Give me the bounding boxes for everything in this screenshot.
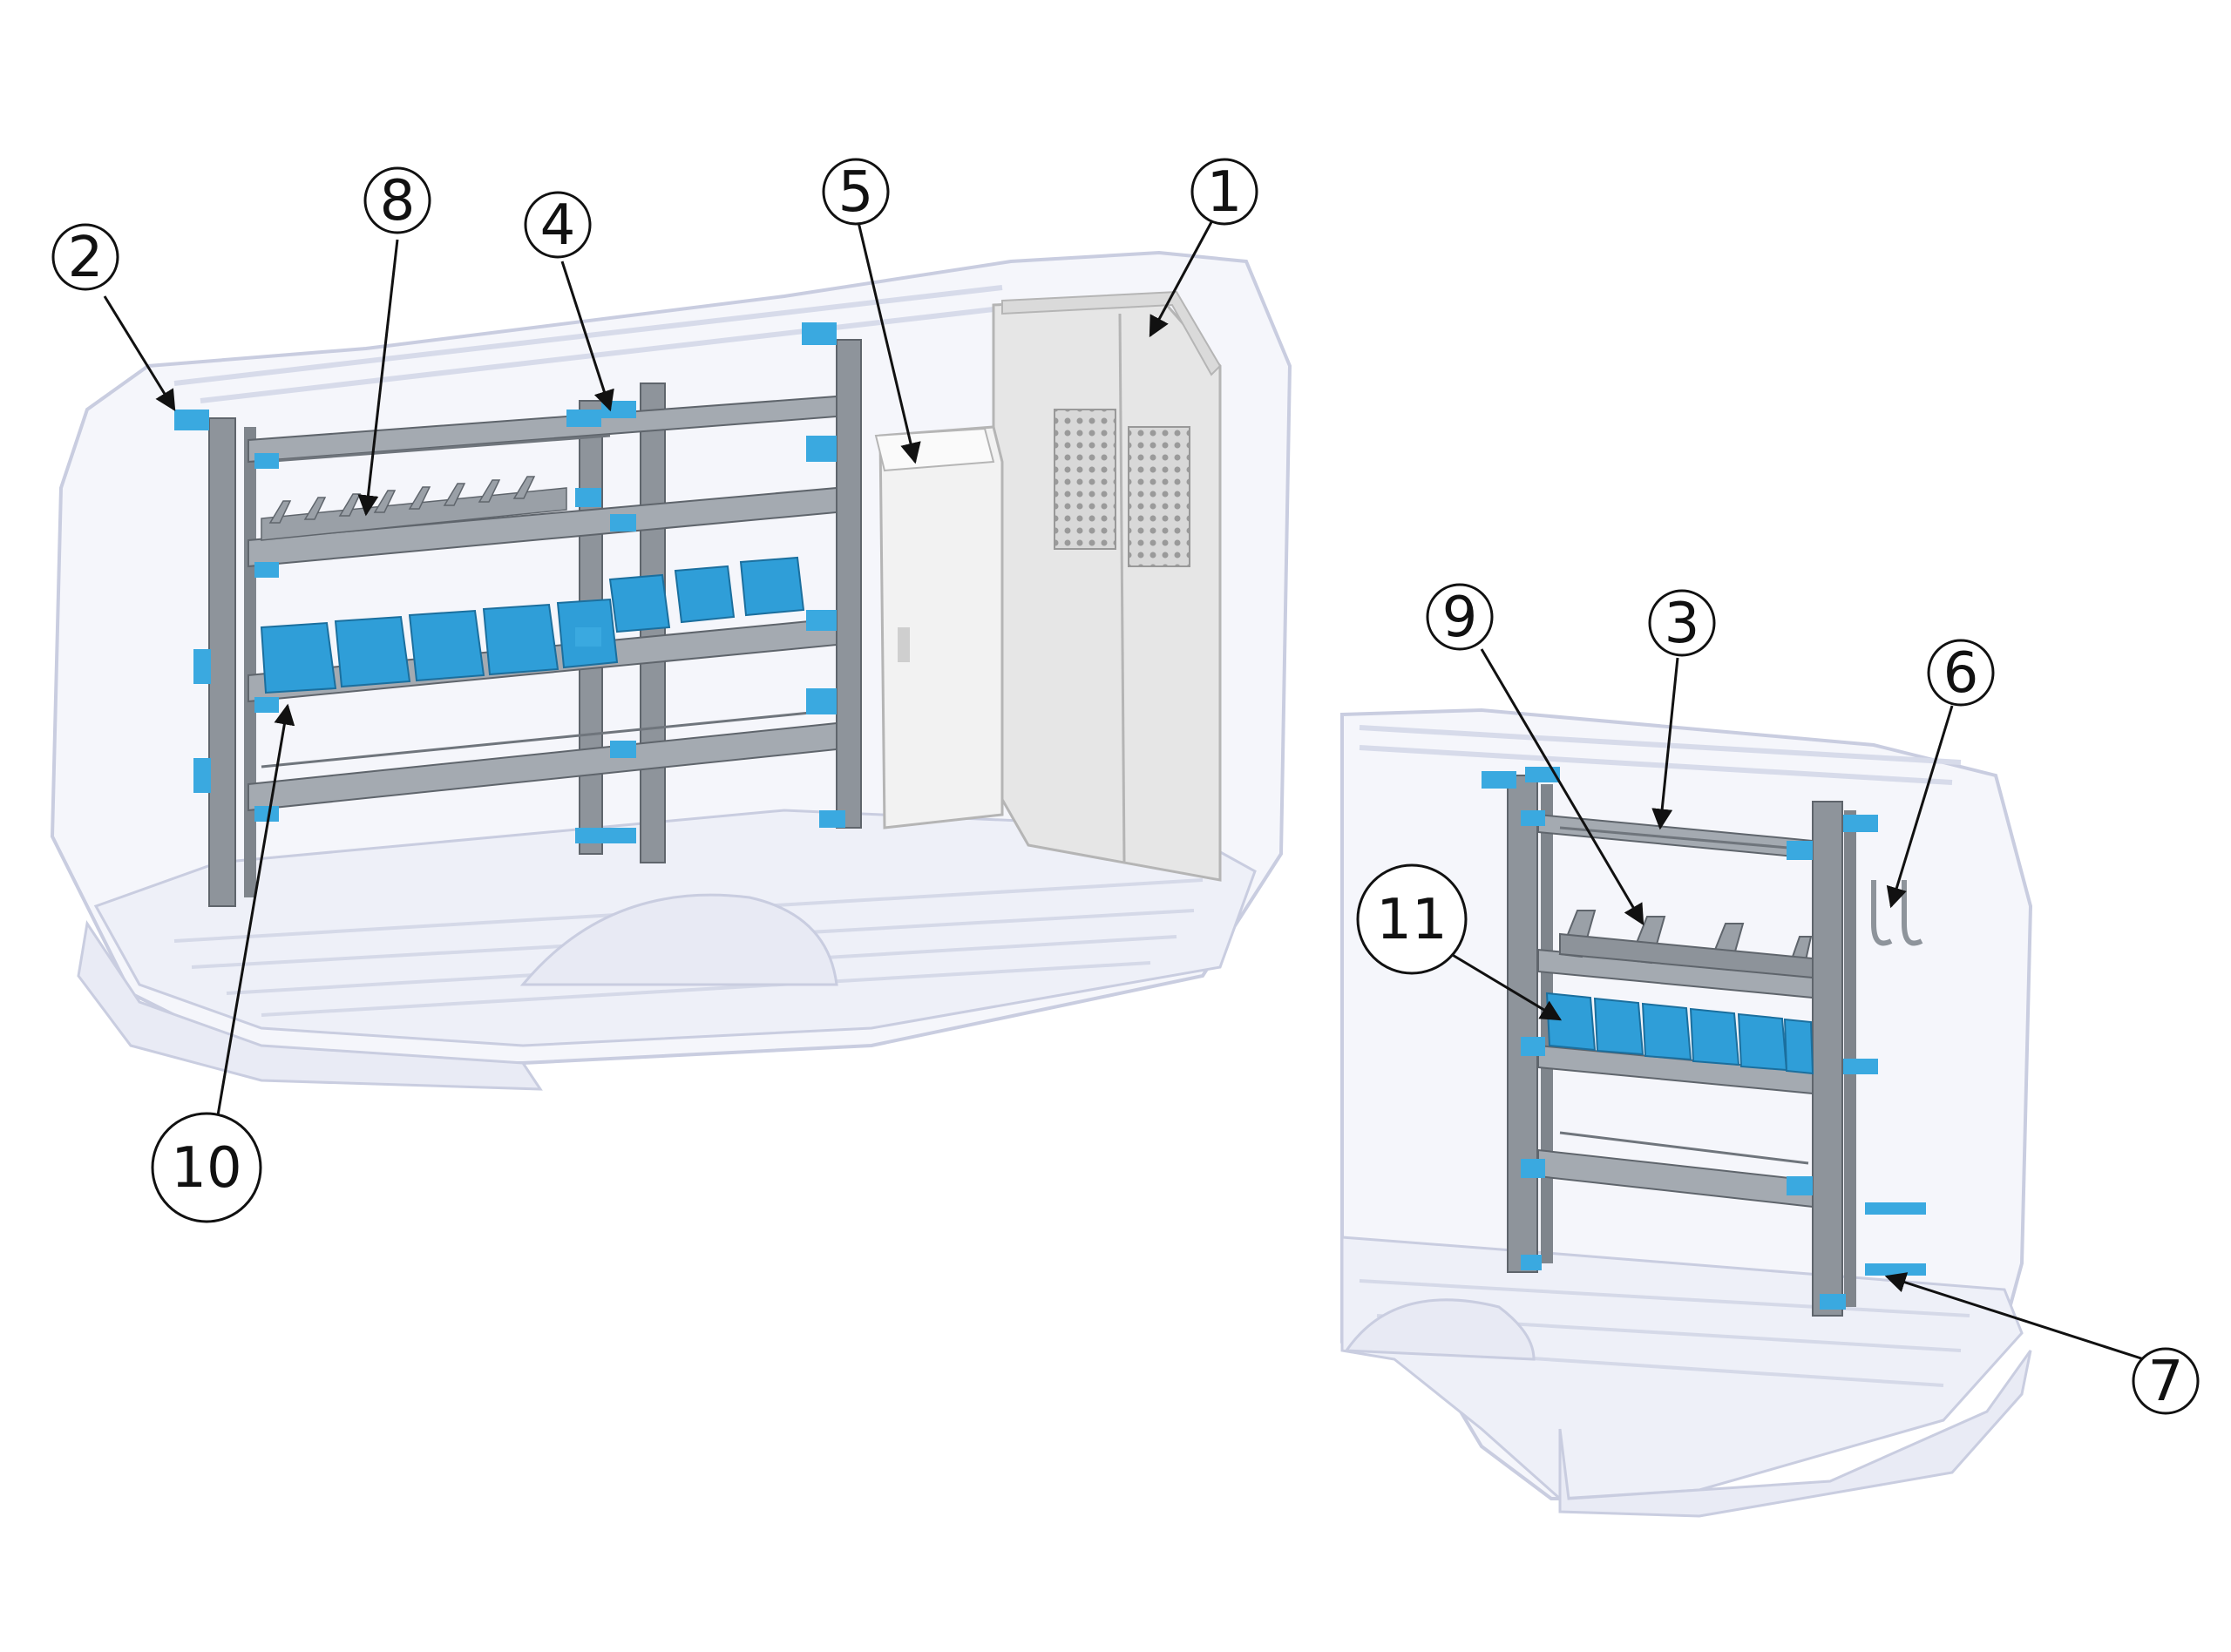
roof-ribs-right bbox=[1359, 725, 1962, 785]
blue-bins-passenger bbox=[1545, 992, 1814, 1075]
shelving-unit-left bbox=[174, 322, 862, 907]
callout-6-label: 6 bbox=[1943, 641, 1979, 706]
wheel-well-left bbox=[519, 893, 838, 986]
callout-bubbles: 1 2 3 4 5 6 7 8 bbox=[51, 158, 2200, 1415]
callout-2: 2 bbox=[51, 223, 119, 291]
blue-mounting-brackets bbox=[174, 322, 845, 843]
leader-5 bbox=[857, 221, 921, 464]
callout-11: 11 bbox=[1356, 863, 1468, 975]
leader-4 bbox=[560, 261, 614, 412]
shelving-unit-right bbox=[1482, 767, 1926, 1317]
leader-10 bbox=[216, 703, 295, 1116]
shelf-dividers bbox=[261, 476, 567, 541]
passenger-side-view bbox=[1340, 708, 2033, 1518]
bulkhead-partition bbox=[992, 290, 1222, 882]
callout-1-label: 1 bbox=[1207, 160, 1243, 225]
callout-5: 5 bbox=[822, 158, 890, 226]
callout-10: 10 bbox=[151, 1112, 262, 1223]
callout-8-label: 8 bbox=[380, 169, 416, 234]
leader-3 bbox=[1651, 657, 1679, 830]
callout-7: 7 bbox=[2132, 1347, 2200, 1415]
callout-9: 9 bbox=[1426, 583, 1494, 651]
driver-side-view bbox=[50, 250, 1292, 1091]
callout-11-label: 11 bbox=[1376, 888, 1447, 952]
wheel-well-right bbox=[1344, 1298, 1536, 1361]
blue-mounting-brackets-right bbox=[1482, 767, 1926, 1310]
callout-10-label: 10 bbox=[171, 1136, 241, 1201]
leader-7 bbox=[1884, 1272, 2145, 1361]
callout-9-label: 9 bbox=[1442, 586, 1478, 650]
callout-1: 1 bbox=[1190, 158, 1258, 226]
leader-11 bbox=[1450, 952, 1563, 1021]
leader-9 bbox=[1480, 648, 1644, 926]
callout-8: 8 bbox=[363, 166, 431, 234]
cabinet-handle bbox=[898, 627, 910, 662]
roof-ribs-left bbox=[173, 285, 1003, 403]
leader-8 bbox=[357, 239, 399, 517]
leader-2 bbox=[103, 295, 176, 412]
rear-bumper-right bbox=[1558, 1350, 2032, 1518]
callout-3: 3 bbox=[1648, 589, 1716, 657]
callout-4-label: 4 bbox=[540, 193, 576, 258]
callout-4: 4 bbox=[524, 191, 592, 259]
shelf-dividers-right bbox=[1558, 910, 1814, 979]
hooks bbox=[1871, 880, 1923, 946]
rear-bumper-left bbox=[77, 920, 543, 1091]
leader-1 bbox=[1149, 221, 1213, 338]
leader-6 bbox=[1886, 705, 1954, 909]
storage-cabinet bbox=[874, 425, 1004, 829]
callout-2-label: 2 bbox=[68, 226, 104, 290]
callout-6: 6 bbox=[1927, 639, 1995, 707]
callout-3-label: 3 bbox=[1665, 592, 1700, 656]
leader-lines bbox=[103, 221, 2145, 1361]
partition-perforated-panel-right bbox=[1128, 426, 1190, 567]
callout-5-label: 5 bbox=[838, 160, 874, 225]
blue-bins-driver bbox=[260, 556, 805, 694]
partition-perforated-panel-left bbox=[1054, 409, 1116, 550]
callout-7-label: 7 bbox=[2148, 1350, 2184, 1414]
